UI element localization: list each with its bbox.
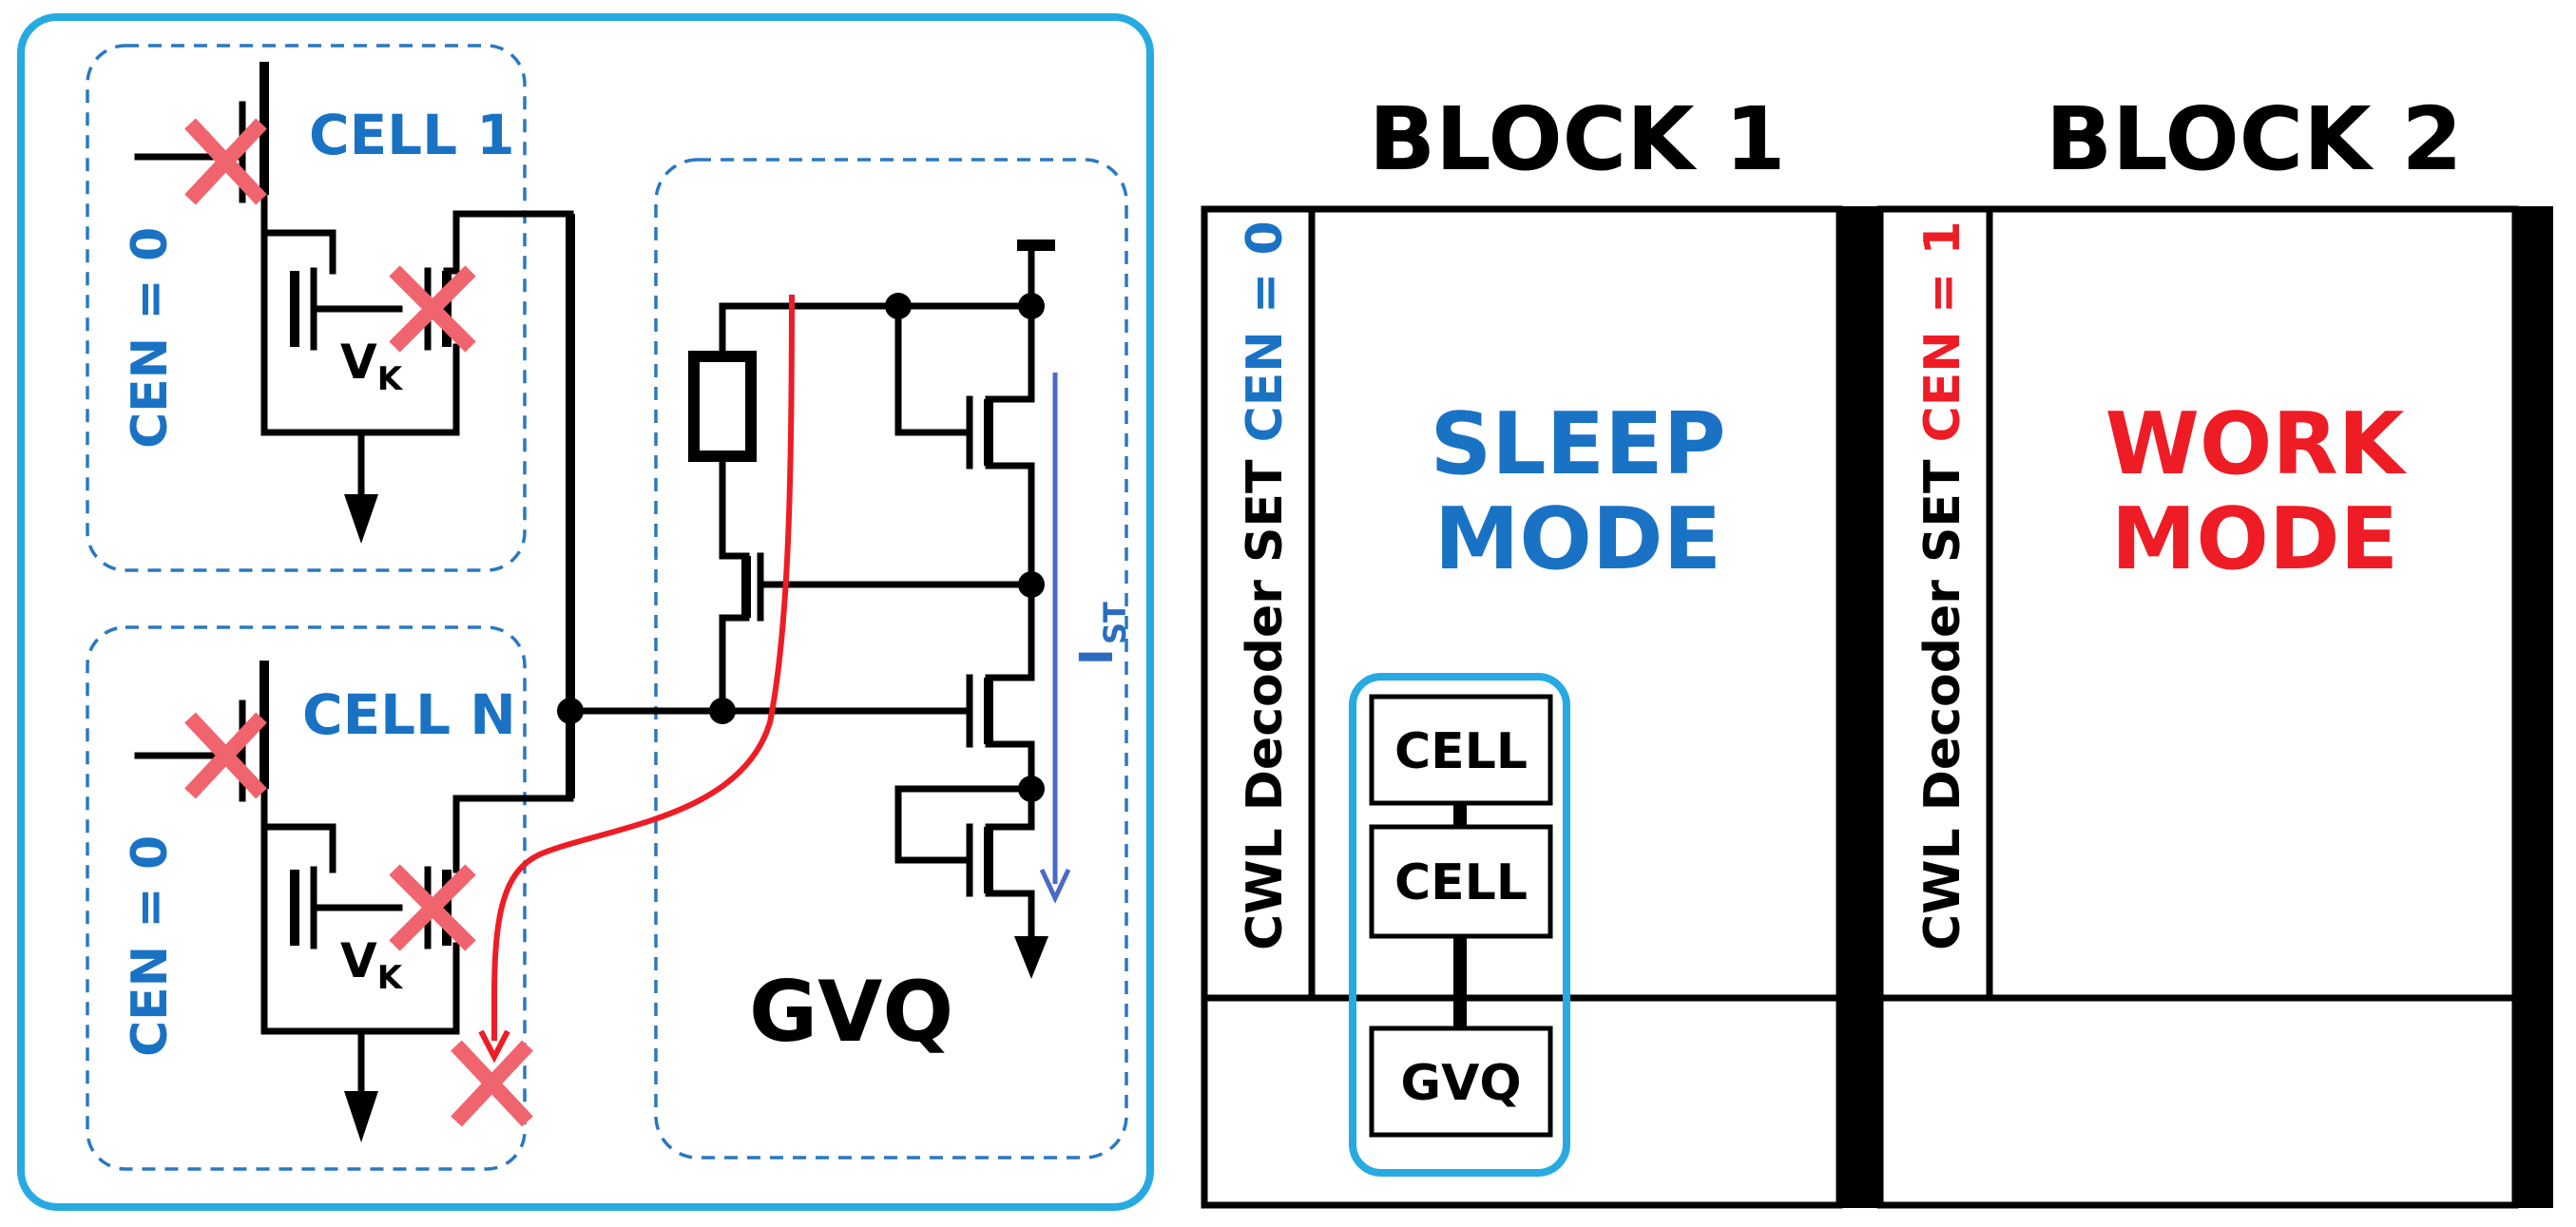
work-mode-line-2: MODE — [2111, 489, 2398, 589]
stack-cell-box-1 — [1369, 694, 1553, 806]
cen-label-cell-n: CEN = 0 — [122, 835, 179, 1057]
block-2-title: BLOCK 2 — [2046, 88, 2463, 190]
gvq-label: GVQ — [749, 963, 953, 1061]
gvq-circuit — [688, 240, 1055, 979]
cell-n-group — [86, 625, 527, 1171]
block-1-decoder-label: CWL Decoder SET CEN = 0 — [1237, 220, 1294, 950]
block-2-decoder-label: CWL Decoder SET CEN = 1 — [1914, 220, 1971, 950]
stack-gvq-box — [1369, 1026, 1553, 1138]
cell-n-label: CELL N — [302, 682, 516, 747]
cross-mark — [389, 864, 476, 951]
sleep-mode-line-2: MODE — [1434, 489, 1721, 589]
circuit-panel-border — [17, 13, 1154, 1211]
ist-current-arrow — [1039, 373, 1071, 904]
block-2 — [1876, 205, 2553, 1209]
vk-label-cell-n: VK — [340, 933, 404, 997]
cell-stack: CELL CELL GVQ — [1349, 673, 1570, 1177]
leakage-path-arrowhead — [478, 1029, 510, 1064]
cross-mark — [451, 1040, 533, 1127]
vk-label-cell-1: VK — [340, 335, 404, 398]
work-mode-line-1: WORK — [2105, 394, 2408, 494]
svg-text:I: I — [1070, 648, 1124, 665]
cell-1-label: CELL 1 — [309, 103, 515, 167]
cen-label-cell-1: CEN = 0 — [122, 227, 179, 449]
cell-1-group — [86, 44, 527, 572]
leakage-path — [491, 294, 795, 1041]
cross-mark — [184, 118, 267, 205]
svg-text:ST: ST — [1097, 602, 1133, 644]
cross-mark — [184, 712, 267, 799]
sleep-mode-line-1: SLEEP — [1430, 394, 1725, 494]
gvq-group — [654, 158, 1128, 1160]
stack-cell-label-1: CELL — [1394, 723, 1528, 780]
stack-cell-label-2: CELL — [1394, 854, 1528, 911]
stack-gvq-label: GVQ — [1400, 1055, 1521, 1112]
stack-cell-box-2 — [1369, 824, 1553, 939]
block-1 — [1201, 205, 1877, 1209]
block-1-title: BLOCK 1 — [1369, 88, 1786, 190]
cross-mark — [389, 265, 476, 353]
ist-label: I ST — [1070, 602, 1133, 665]
